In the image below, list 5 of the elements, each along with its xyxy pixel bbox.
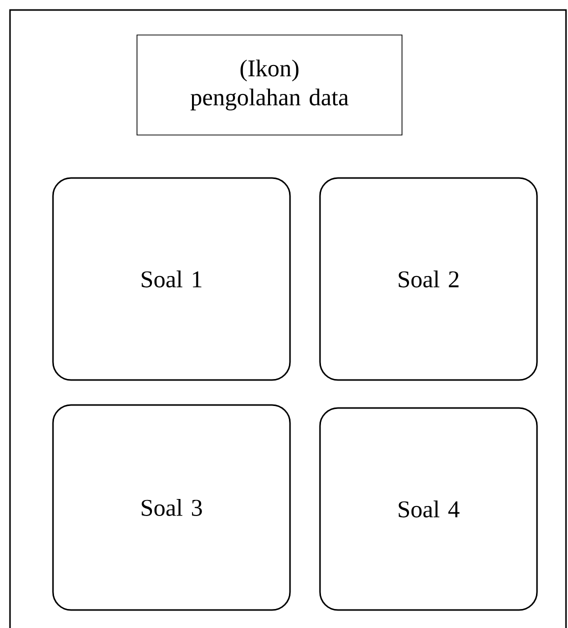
title-box: (Ikon) pengolahan data xyxy=(136,34,402,136)
question-card: Soal 3 xyxy=(52,404,291,611)
question-card: Soal 2 xyxy=(319,177,538,381)
question-card: Soal 4 xyxy=(319,407,538,611)
question-card: Soal 1 xyxy=(52,177,291,381)
